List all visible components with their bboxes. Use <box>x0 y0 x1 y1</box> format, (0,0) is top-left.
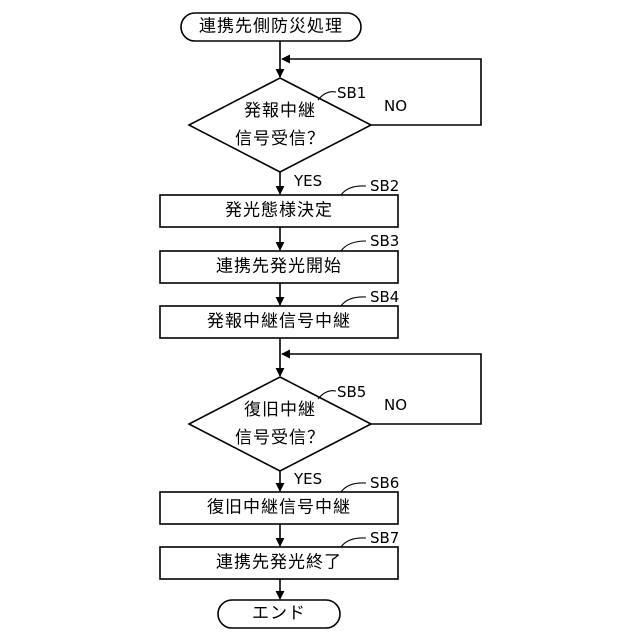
sb1-step-id: SB1 <box>337 86 366 101</box>
sb6-step-id: SB6 <box>370 476 399 491</box>
sb5-question-line2: 信号受信？ <box>235 424 325 452</box>
sb1-question-line2: 信号受信？ <box>235 125 325 153</box>
sb7-step-id: SB7 <box>370 531 399 546</box>
leader-sb7 <box>341 538 366 547</box>
end-label: エンド <box>252 606 306 623</box>
sb4-step-id: SB4 <box>370 290 399 305</box>
sb3-step-id: SB3 <box>370 234 399 249</box>
leader-sb4 <box>341 297 366 306</box>
sb4-label: 発報中継信号中継 <box>207 314 351 331</box>
leader-sb2 <box>341 186 366 195</box>
leader-sb6 <box>341 483 366 492</box>
sb3-label: 連携先発光開始 <box>216 259 342 276</box>
sb5-question-line1: 復旧中継 <box>235 396 325 424</box>
sb7-label: 連携先発光終了 <box>216 555 342 572</box>
sb5-yes-label: YES <box>294 472 322 487</box>
sb2-label: 発光態様決定 <box>225 203 333 220</box>
start-label: 連携先側防災処理 <box>199 19 343 36</box>
sb1-yes-label: YES <box>294 174 322 189</box>
sb5-question: 復旧中継 信号受信？ <box>235 396 325 452</box>
sb6-label: 復旧中継信号中継 <box>207 500 351 517</box>
leader-sb3 <box>341 241 366 251</box>
sb5-no-label: NO <box>384 398 407 413</box>
sb2-step-id: SB2 <box>370 179 399 194</box>
sb5-step-id: SB5 <box>337 385 366 400</box>
sb1-no-label: NO <box>384 99 407 114</box>
sb1-question: 発報中継 信号受信？ <box>235 97 325 153</box>
sb1-question-line1: 発報中継 <box>235 97 325 125</box>
